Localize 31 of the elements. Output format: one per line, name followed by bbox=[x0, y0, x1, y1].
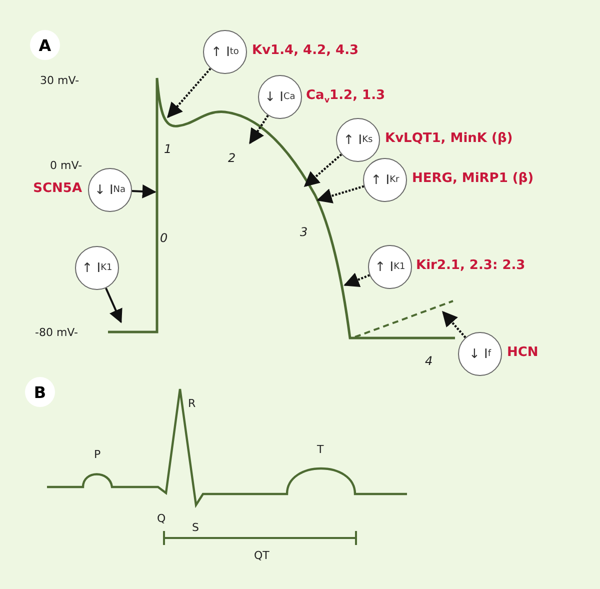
wave-label: P bbox=[94, 449, 101, 460]
gene-name: SCN5A bbox=[33, 181, 82, 196]
phase-number: 4 bbox=[425, 355, 433, 367]
wave-label: S bbox=[192, 522, 199, 533]
phase-number: 0 bbox=[160, 232, 168, 244]
axis-label: 30 mV- bbox=[40, 75, 80, 86]
arrow bbox=[249, 114, 269, 144]
panel-badge: A bbox=[30, 30, 60, 60]
axis-label: -80 mV- bbox=[35, 327, 78, 338]
arrow bbox=[442, 310, 466, 338]
gene-name: HCN bbox=[507, 345, 538, 360]
arrow bbox=[132, 184, 156, 198]
interval-label: QT bbox=[254, 550, 270, 561]
gene-name: Kv1.4, 4.2, 4.3 bbox=[252, 43, 359, 58]
phase-number: 1 bbox=[164, 143, 172, 155]
arrow bbox=[166, 68, 212, 118]
wave-label: Q bbox=[157, 513, 166, 524]
arrow bbox=[344, 272, 370, 287]
arrow bbox=[105, 288, 122, 324]
axis-label: 0 mV- bbox=[50, 160, 82, 171]
arrow bbox=[316, 185, 364, 204]
gene-name: HERG, MiRP1 (β) bbox=[412, 171, 534, 186]
wave-label: R bbox=[188, 398, 196, 409]
gene-name: Kir2.1, 2.3: 2.3 bbox=[416, 258, 526, 273]
panel-badge: B bbox=[25, 377, 55, 407]
arrow bbox=[304, 154, 342, 187]
wave-label: T bbox=[317, 444, 324, 455]
phase-number: 2 bbox=[228, 152, 236, 164]
phase-number: 3 bbox=[300, 226, 308, 238]
gene-name: Ca$_{v}$1.2, 1.3 bbox=[306, 88, 386, 105]
gene-name: KvLQT1, MinK (β) bbox=[385, 131, 513, 146]
